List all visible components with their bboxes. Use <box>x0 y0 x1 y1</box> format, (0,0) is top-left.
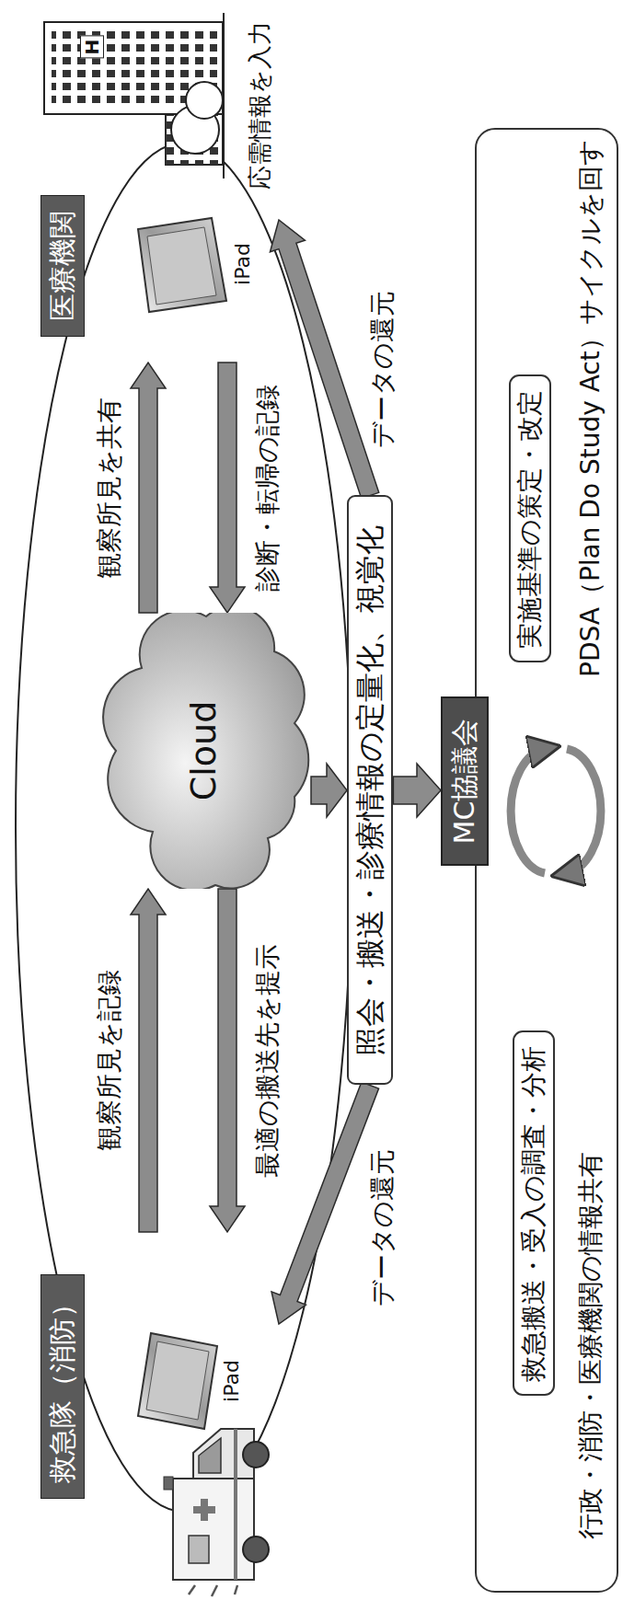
edge-label: 診断・転帰の記録 <box>252 380 284 596</box>
tablet-body <box>138 218 227 312</box>
tablet-screen <box>147 227 217 305</box>
ambulance <box>163 1429 269 1597</box>
node-text: Cloud <box>183 701 226 802</box>
device-label: iPad <box>230 242 255 286</box>
block-arrow <box>209 362 245 613</box>
hospital-group: 医療機関 <box>34 8 279 363</box>
edge-label: 最適の搬送先を提示 <box>252 940 284 1182</box>
process-box: 実施基準の策定・改定 <box>508 375 552 664</box>
node-text: 医療機関 <box>40 195 85 337</box>
cycle-frame: 行政・消防・医療機関の情報共有 PDSA（Plan Do Study Act）サイ… <box>474 127 619 1593</box>
cycle-arrow <box>566 749 601 874</box>
node-text: 照会・搬送・診療情報の定量化、視覚化 <box>352 525 388 1057</box>
ambulance-stripe <box>233 1429 238 1581</box>
pdsa-cycle <box>510 749 601 874</box>
node-text: 行政・消防・医療機関の情報共有 <box>575 1152 607 1540</box>
motion-lines <box>188 1585 238 1597</box>
council-box: MC協議会 <box>440 696 489 867</box>
block-arrow <box>130 362 166 613</box>
node-text: PDSA（Plan Do Study Act）サイクルを回す <box>575 138 607 678</box>
process-box: 救急搬送・受入の調査・分析 <box>512 1031 555 1397</box>
edge-label: 観察所見を記録 <box>93 966 126 1155</box>
block-arrow <box>311 763 347 818</box>
process-box: 照会・搬送・診療情報の定量化、視覚化 <box>346 496 393 1086</box>
node-text: 救急搬送・受入の調査・分析 <box>518 1046 550 1383</box>
hospital-building <box>44 12 224 179</box>
block-arrow <box>271 1082 380 1325</box>
responder-group: 救急隊（消防） <box>34 1232 279 1587</box>
ambulance-body <box>173 1478 254 1581</box>
cloud-body <box>103 612 309 889</box>
device-label: iPad <box>219 1360 244 1403</box>
tree <box>185 81 223 119</box>
wheel <box>242 1536 269 1563</box>
edge-label: データの還元 <box>367 1145 399 1311</box>
ambulance-window <box>198 1438 221 1474</box>
hospital-sign: H <box>80 35 104 59</box>
beacon <box>163 1476 174 1490</box>
edge-label: 観察所見を共有 <box>93 393 126 583</box>
block-arrow <box>209 888 245 1233</box>
note-label: 応需情報を入力 <box>245 21 275 190</box>
cloud-shape: Cloud <box>97 612 312 889</box>
block-arrow <box>130 888 166 1233</box>
wheel <box>242 1442 269 1468</box>
ambulance-cross <box>193 1499 216 1522</box>
block-arrow <box>392 763 441 818</box>
tablet-body <box>138 1333 218 1430</box>
node-text: 実施基準の策定・改定 <box>514 390 546 649</box>
ambulance-window <box>188 1535 209 1564</box>
cycle-arrow <box>510 749 545 874</box>
tablet <box>138 218 227 312</box>
tablet-screen <box>146 1341 209 1420</box>
node-text: 救急隊（消防） <box>40 1274 85 1500</box>
edge-label: データの還元 <box>367 287 399 452</box>
block-arrow <box>269 219 379 499</box>
node-text: MC協議会 <box>448 718 482 845</box>
tablet <box>138 1333 218 1430</box>
